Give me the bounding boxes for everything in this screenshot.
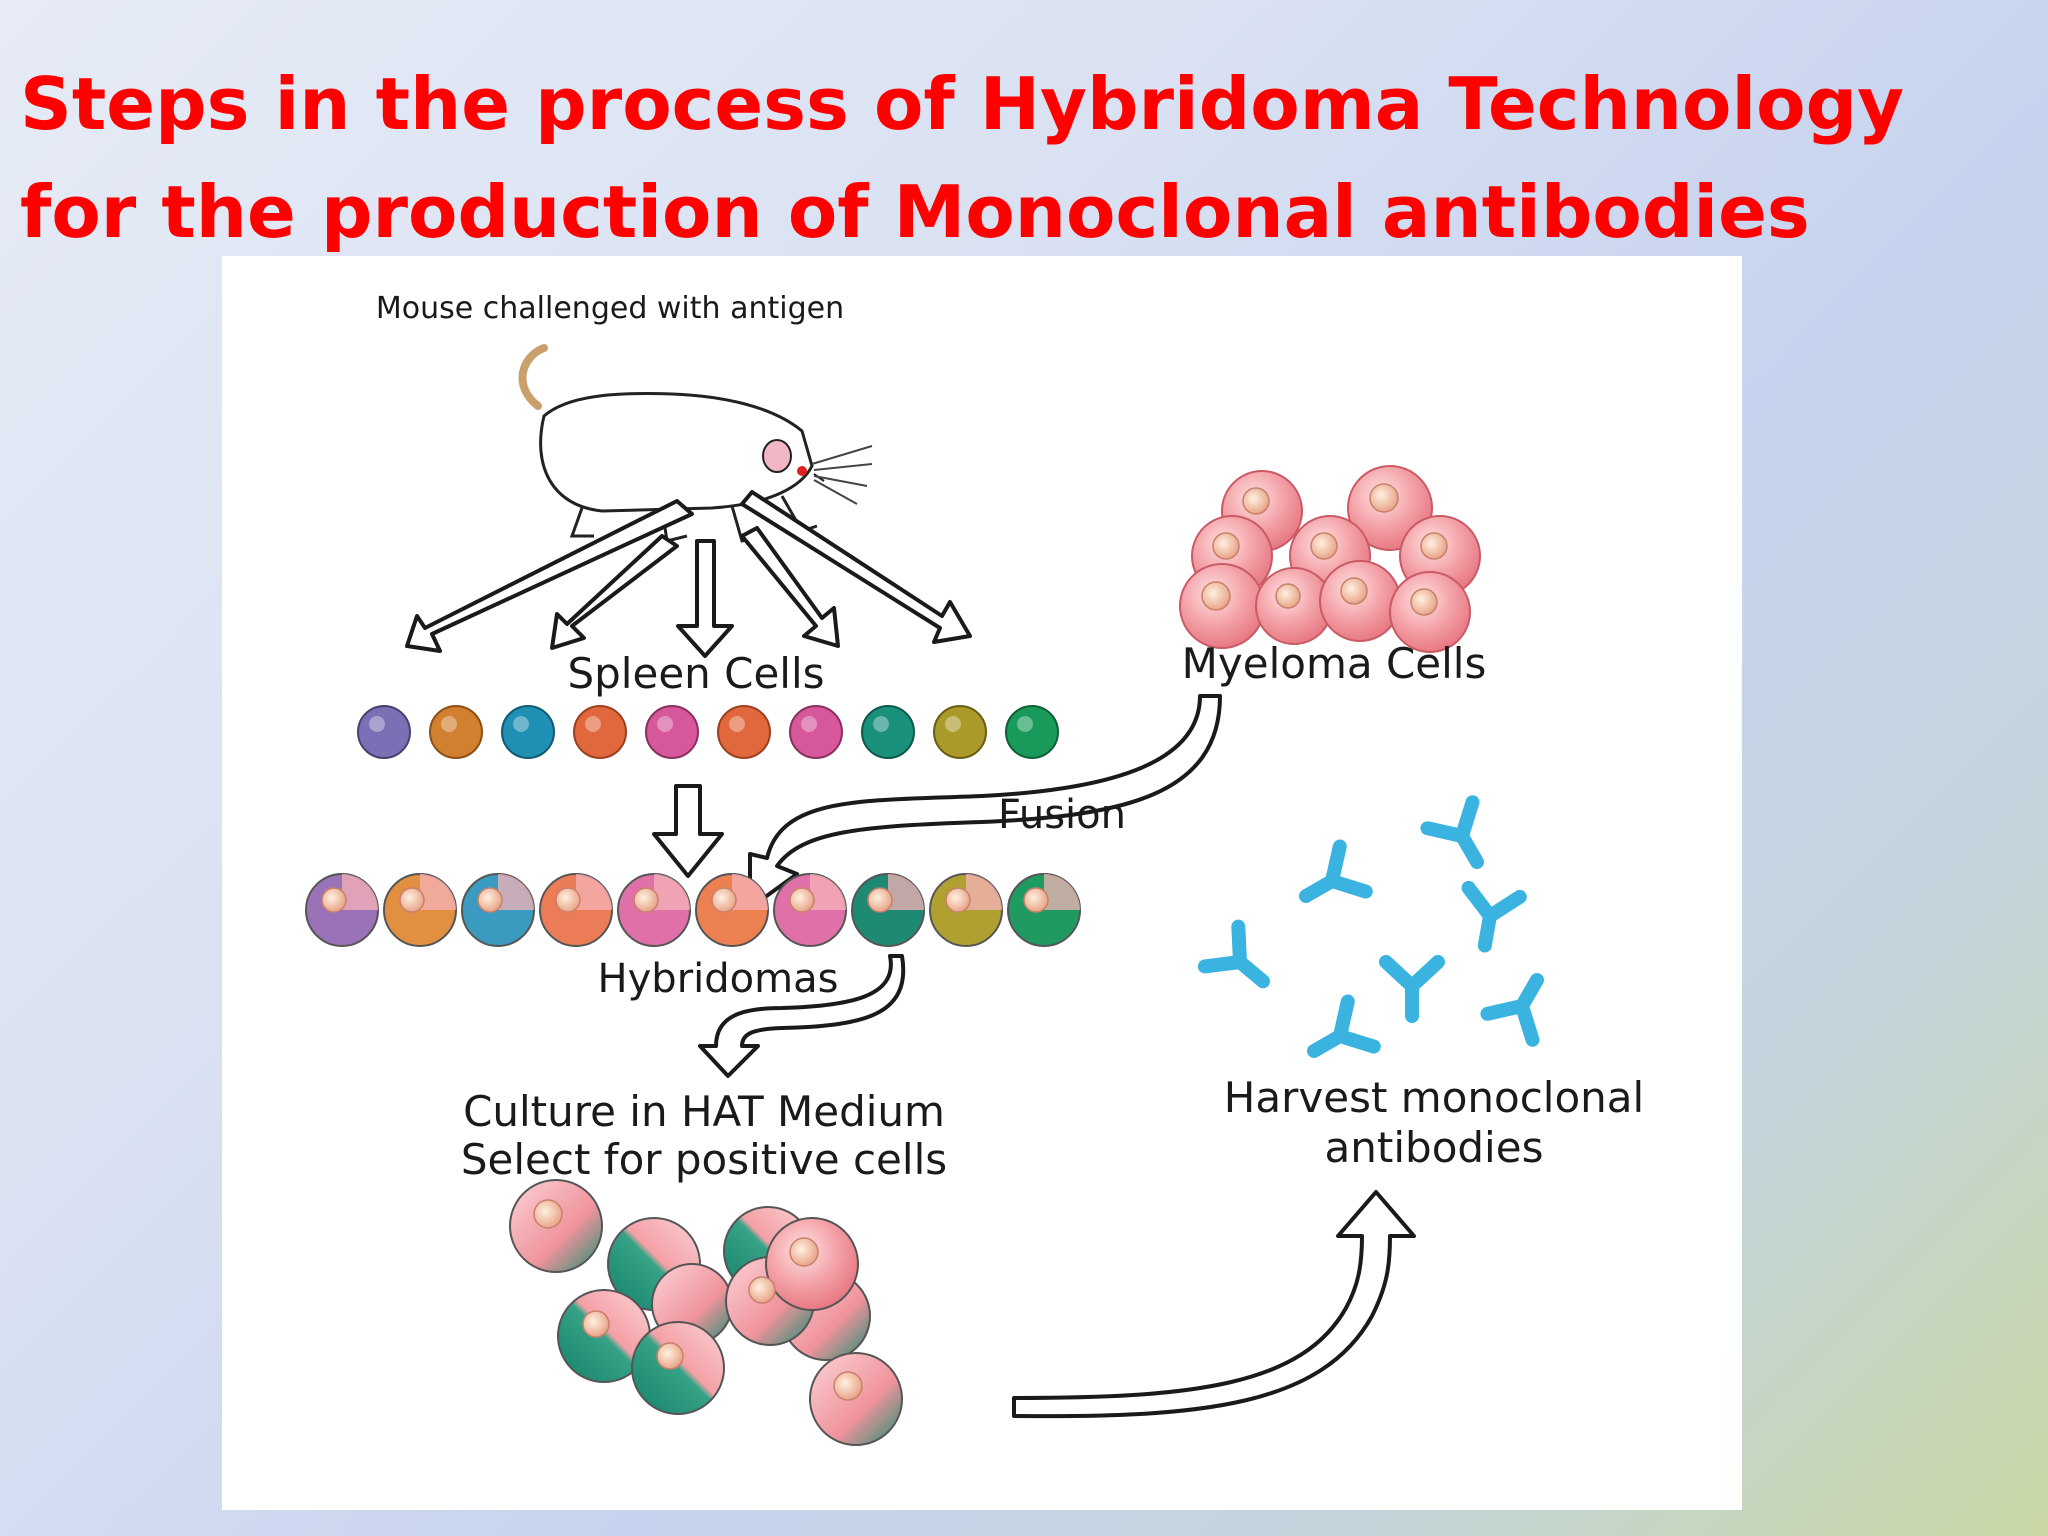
diagram-panel: Mouse challenged with antigen Spleen Cel… <box>222 256 1742 1510</box>
antibody-icon <box>1461 880 1527 953</box>
spleen-cell-icon <box>933 705 987 759</box>
antibody-icon <box>1420 795 1484 869</box>
spleen-cell-icon <box>645 705 699 759</box>
culture-label-line2: Select for positive cells <box>461 1135 947 1184</box>
spleen-cell-icon <box>429 705 483 759</box>
spleen-cell-icon <box>357 705 411 759</box>
spleen-cell-icon <box>573 705 627 759</box>
culture-label-line1: Culture in HAT Medium <box>463 1087 945 1136</box>
antibody-icon <box>1379 955 1445 1023</box>
spleen-cell-icon <box>789 705 843 759</box>
antibody-icon <box>1307 994 1381 1058</box>
slide-title: Steps in the process of Hybridoma Techno… <box>20 62 1905 254</box>
selected-cell-icon <box>809 1352 903 1446</box>
arrow-icon <box>698 954 906 1078</box>
arrow-icon <box>1012 1190 1416 1419</box>
hybridomas-row <box>305 873 1081 947</box>
selected-cells-cluster <box>509 1179 903 1446</box>
spleen-cells-row <box>357 705 1059 759</box>
hybridomas-label: Hybridomas <box>598 956 839 1002</box>
mouse-icon <box>518 344 873 543</box>
spleen-cell-icon <box>501 705 555 759</box>
selected-cell-icon <box>631 1321 725 1415</box>
myeloma-cell-cluster <box>1179 465 1481 653</box>
antibody-icon <box>1299 839 1373 903</box>
antibodies-group <box>1197 795 1544 1058</box>
antibody-icon <box>1197 919 1270 989</box>
spleen-label: Spleen Cells <box>567 649 824 698</box>
fusion-label: Fusion <box>998 792 1126 838</box>
spleen-cell-icon <box>861 705 915 759</box>
antibody-icon <box>1480 973 1544 1047</box>
harvest-label-line2: antibodies <box>1325 1123 1544 1172</box>
spleen-cell-icon <box>1005 705 1059 759</box>
arrow-icon <box>405 490 972 658</box>
harvest-label-line1: Harvest monoclonal <box>1224 1073 1644 1122</box>
myeloma-label: Myeloma Cells <box>1182 639 1487 688</box>
spleen-cell-icon <box>717 705 771 759</box>
mouse-label: Mouse challenged with antigen <box>376 291 844 326</box>
